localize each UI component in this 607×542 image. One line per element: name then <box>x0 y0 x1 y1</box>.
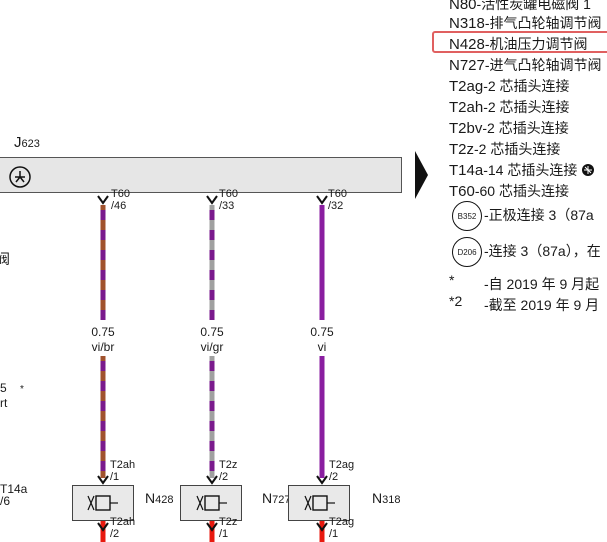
circle-tag-b352: B352 <box>452 201 482 231</box>
left-connector-t14a: T14a <box>0 482 28 496</box>
location-icon <box>582 164 595 176</box>
left-partial-label-1: 阀 <box>0 251 10 267</box>
legend-item-t2ag: T2ag-2 芯插头连接 <box>449 78 570 95</box>
continuation-arrow-icon <box>415 151 428 199</box>
solenoid-valve-icon <box>304 495 335 511</box>
ecu-j623-bar <box>0 157 402 193</box>
comp-3-top-pin: /2 <box>329 471 339 483</box>
legend-item-t2ah: T2ah-2 芯插头连接 <box>449 99 570 116</box>
wire-3-ground-arrow-icon <box>316 522 328 532</box>
wire-2-color: vi/gr <box>200 340 224 354</box>
wire-2-top-arrow-icon <box>206 195 218 205</box>
footnote-1-desc: -自 2019 年 9 月起 <box>484 276 600 292</box>
legend-item-n80: N80-活性炭罐电磁阀 1 <box>449 0 591 13</box>
valve-n727-box <box>180 485 242 521</box>
wire-1-ground-arrow-icon <box>97 522 109 532</box>
valve-n318-label: N318 <box>372 490 401 506</box>
left-partial-label-2: 5 <box>0 381 7 395</box>
comp-1-bottom-connector: T2ah <box>110 516 136 528</box>
circle-tag-d206: D206 <box>452 237 482 267</box>
valve-n428-box <box>72 485 134 521</box>
wire-3-connector: T60 <box>328 188 347 200</box>
left-partial-label-3: rt <box>0 396 8 410</box>
legend-highlight <box>432 31 607 53</box>
valve-n318-box <box>288 485 350 521</box>
wire-3-top-arrow-icon <box>316 195 328 205</box>
wire-3-pin: /32 <box>328 200 344 212</box>
valve-n428-label: N428 <box>145 490 174 506</box>
comp-2-bottom-pin: /1 <box>219 528 229 540</box>
solenoid-valve-icon <box>196 495 227 511</box>
wire-2-ground-arrow-icon <box>206 522 218 532</box>
wire-1-color: vi/br <box>91 340 115 354</box>
ecu-symbol-icon <box>9 166 31 188</box>
circle-note-b352: -正极连接 3（87a <box>484 207 594 223</box>
comp-3-bottom-pin: /1 <box>329 528 339 540</box>
comp-2-top-connector: T2z <box>219 459 238 471</box>
legend-item-t14a: T14a-14 芯插头连接 <box>449 160 595 180</box>
legend-item-n428: N428-机油压力调节阀 <box>449 36 588 53</box>
comp-2-top-pin: /2 <box>219 471 229 483</box>
comp-1-bottom-pin: /2 <box>110 528 120 540</box>
comp-3-bottom-connector: T2ag <box>329 516 355 528</box>
legend-item-t2z: T2z-2 芯插头连接 <box>449 141 561 158</box>
wire-1-top-arrow-icon <box>97 195 109 205</box>
wire-2-pin: /33 <box>219 200 235 212</box>
wire-2-connector: T60 <box>219 188 238 200</box>
legend-item-t2bv: T2bv-2 芯插头连接 <box>449 120 569 137</box>
wire-3-bottom-arrow-icon <box>316 475 328 485</box>
circle-note-d206: -连接 3（87a），在 <box>484 243 601 259</box>
wire-3-gauge: 0.75 <box>310 325 334 339</box>
ecu-label: J623 <box>14 134 40 151</box>
comp-1-top-connector: T2ah <box>110 459 136 471</box>
comp-2-bottom-connector: T2z <box>219 516 238 528</box>
wire-2-bottom-arrow-icon <box>206 475 218 485</box>
wire-1-gauge: 0.75 <box>91 325 115 339</box>
wire-3-color: vi <box>317 340 327 354</box>
wire-1-connector: T60 <box>111 188 130 200</box>
footnote-2-desc: -截至 2019 年 9 月 <box>484 297 600 313</box>
comp-3-top-connector: T2ag <box>329 459 355 471</box>
footnote-1: * <box>449 272 455 288</box>
legend-item-t60: T60-60 芯插头连接 <box>449 183 569 200</box>
footnote-2: *2 <box>449 293 463 309</box>
wire-2-gauge: 0.75 <box>200 325 224 339</box>
legend-item-n318: N318-排气凸轮轴调节阀 <box>449 15 602 32</box>
legend-item-n727: N727-进气凸轮轴调节阀 <box>449 57 602 74</box>
left-partial-footnote-mark: * <box>20 384 24 395</box>
valve-n727-label: N727 <box>262 490 291 506</box>
wire-1-pin: /46 <box>111 200 127 212</box>
solenoid-valve-icon <box>87 495 118 511</box>
comp-1-top-pin: /1 <box>110 471 120 483</box>
left-connector-t14a-pin: /6 <box>0 494 11 508</box>
wire-1-bottom-arrow-icon <box>97 475 109 485</box>
